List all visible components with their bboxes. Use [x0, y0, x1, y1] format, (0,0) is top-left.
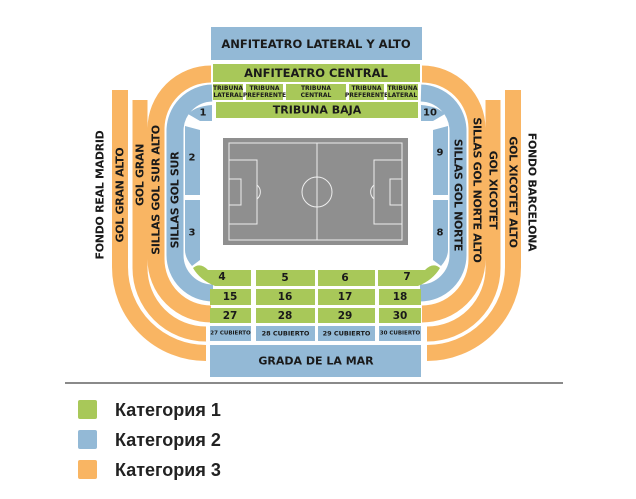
sector-label: 9: [437, 148, 444, 159]
section-tribuna-preferente-right[interactable]: TRIBUNA PREFERENTE: [345, 84, 388, 100]
sector-30-cubierto[interactable]: 30 CUBIERTO: [379, 326, 421, 341]
label-line: TRIBUNA: [301, 85, 331, 92]
sector-label: 29: [338, 310, 353, 322]
label-sillas-gol-norte: SILLAS GOL NORTE: [452, 139, 465, 251]
sector-16[interactable]: 16: [256, 289, 315, 305]
legend-label: Категория 1: [115, 400, 221, 420]
sector-2[interactable]: 2: [185, 126, 200, 195]
sector-label: 30 CUBIERTO: [380, 331, 421, 337]
label-fondo-real-madrid: FONDO REAL MADRID: [94, 130, 107, 259]
sector-label: 4: [218, 271, 225, 283]
sector-label: 16: [278, 291, 293, 303]
sector-label: 6: [341, 272, 348, 284]
sector-label: 7: [403, 271, 410, 283]
label-tribuna-baja: TRIBUNA BAJA: [273, 104, 362, 117]
legend-item-category-2: Категория 2: [78, 430, 221, 450]
sector-27-cubierto[interactable]: 27 CUBIERTO: [210, 326, 251, 341]
label-sillas-gol-norte-alto: SILLAS GOL NORTE ALTO: [471, 117, 484, 262]
sector-9[interactable]: 9: [433, 126, 448, 195]
label-line: TRIBUNA: [387, 85, 417, 92]
sector-label: 3: [189, 228, 196, 239]
sector-27[interactable]: 27: [210, 308, 251, 323]
sector-5[interactable]: 5: [256, 270, 315, 286]
sector-7[interactable]: 7: [378, 265, 440, 286]
label-line: LATERAL: [388, 92, 417, 99]
label-line: CENTRAL: [301, 92, 332, 99]
section-sillas-gol-sur-alto[interactable]: [147, 65, 212, 323]
sector-label: 29 CUBIERTO: [323, 330, 371, 338]
sector-label: 28: [278, 310, 293, 322]
sector-28[interactable]: 28: [256, 308, 315, 323]
sector-label: 1: [200, 108, 207, 119]
section-anfiteatro-central[interactable]: ANFITEATRO CENTRAL: [213, 64, 420, 82]
section-grada-de-la-mar[interactable]: GRADA DE LA MAR: [210, 345, 421, 377]
label-line: TRIBUNA: [249, 85, 279, 92]
label-line: TRIBUNA: [213, 85, 243, 92]
sector-30[interactable]: 30: [379, 308, 421, 323]
label-line: TRIBUNA: [351, 85, 381, 92]
legend-label: Категория 3: [115, 460, 221, 480]
label-anfiteatro-lateral-alto: ANFITEATRO LATERAL Y ALTO: [221, 37, 410, 51]
sector-6[interactable]: 6: [318, 270, 375, 286]
label-grada-de-la-mar: GRADA DE LA MAR: [258, 355, 374, 368]
sector-label: 28 CUBIERTO: [262, 330, 310, 338]
sector-label: 27: [223, 310, 238, 322]
sector-29-cubierto[interactable]: 29 CUBIERTO: [318, 326, 375, 341]
label-sillas-gol-sur-alto: SILLAS GOL SUR ALTO: [150, 125, 163, 255]
legend-item-category-3: Категория 3: [78, 460, 221, 480]
legend-swatch-blue: [78, 430, 97, 449]
legend-swatch-green: [78, 400, 97, 419]
sector-label: 2: [189, 153, 196, 164]
section-gol-xicotet-alto[interactable]: [426, 90, 521, 361]
sector-label: 30: [393, 310, 408, 322]
label-sillas-gol-sur: SILLAS GOL SUR: [169, 151, 182, 248]
sector-10[interactable]: 10: [421, 105, 445, 121]
sector-label: 17: [338, 291, 353, 303]
label-line: LATERAL: [213, 92, 242, 99]
label-fondo-barcelona: FONDO BARCELONA: [526, 133, 539, 252]
sector-label: 10: [423, 108, 437, 119]
sector-label: 5: [281, 272, 288, 284]
label-gol-gran-alto: GOL GRAN ALTO: [114, 148, 127, 243]
legend-label: Категория 2: [115, 430, 221, 450]
label-gol-xicotet-alto: GOL XICOTET ALTO: [507, 136, 520, 247]
section-tribuna-lateral-right[interactable]: TRIBUNA LATERAL: [387, 84, 418, 100]
section-anfiteatro-lateral-alto[interactable]: ANFITEATRO LATERAL Y ALTO: [211, 27, 422, 60]
sector-1[interactable]: 1: [188, 105, 212, 121]
label-line: PREFERENTE: [243, 92, 286, 99]
section-sillas-gol-norte-alto[interactable]: [421, 65, 486, 323]
section-sillas-gol-norte[interactable]: [419, 84, 467, 302]
label-gol-gran: GOL GRAN: [134, 144, 147, 206]
sector-label: 8: [437, 228, 444, 239]
sector-label: 27 CUBIERTO: [210, 331, 251, 337]
sector-8[interactable]: 8: [433, 200, 448, 266]
label-line: PREFERENTE: [345, 92, 388, 99]
section-tribuna-lateral-left[interactable]: TRIBUNA LATERAL: [213, 84, 243, 100]
section-tribuna-preferente-left[interactable]: TRIBUNA PREFERENTE: [243, 84, 286, 100]
sector-3[interactable]: 3: [185, 200, 200, 266]
section-tribuna-central[interactable]: TRIBUNA CENTRAL: [286, 84, 346, 100]
label-anfiteatro-central: ANFITEATRO CENTRAL: [244, 66, 388, 80]
sector-28-cubierto[interactable]: 28 CUBIERTO: [256, 326, 315, 341]
section-sillas-gol-sur[interactable]: [166, 84, 214, 302]
sector-4[interactable]: 4: [193, 265, 251, 286]
football-pitch: [223, 138, 408, 245]
sector-29[interactable]: 29: [318, 308, 375, 323]
sector-15[interactable]: 15: [210, 289, 251, 305]
section-gol-gran-alto[interactable]: [112, 90, 207, 361]
section-gol-gran[interactable]: [132, 100, 207, 342]
section-tribuna-baja[interactable]: TRIBUNA BAJA: [216, 102, 418, 118]
sector-17[interactable]: 17: [318, 289, 375, 305]
section-gol-xicotet[interactable]: [426, 100, 501, 342]
legend-item-category-1: Категория 1: [78, 400, 221, 420]
label-gol-xicotet: GOL XICOTET: [487, 151, 500, 230]
sector-18[interactable]: 18: [379, 289, 421, 305]
legend-swatch-orange: [78, 460, 97, 479]
sector-label: 18: [393, 291, 408, 303]
sector-label: 15: [223, 291, 238, 303]
